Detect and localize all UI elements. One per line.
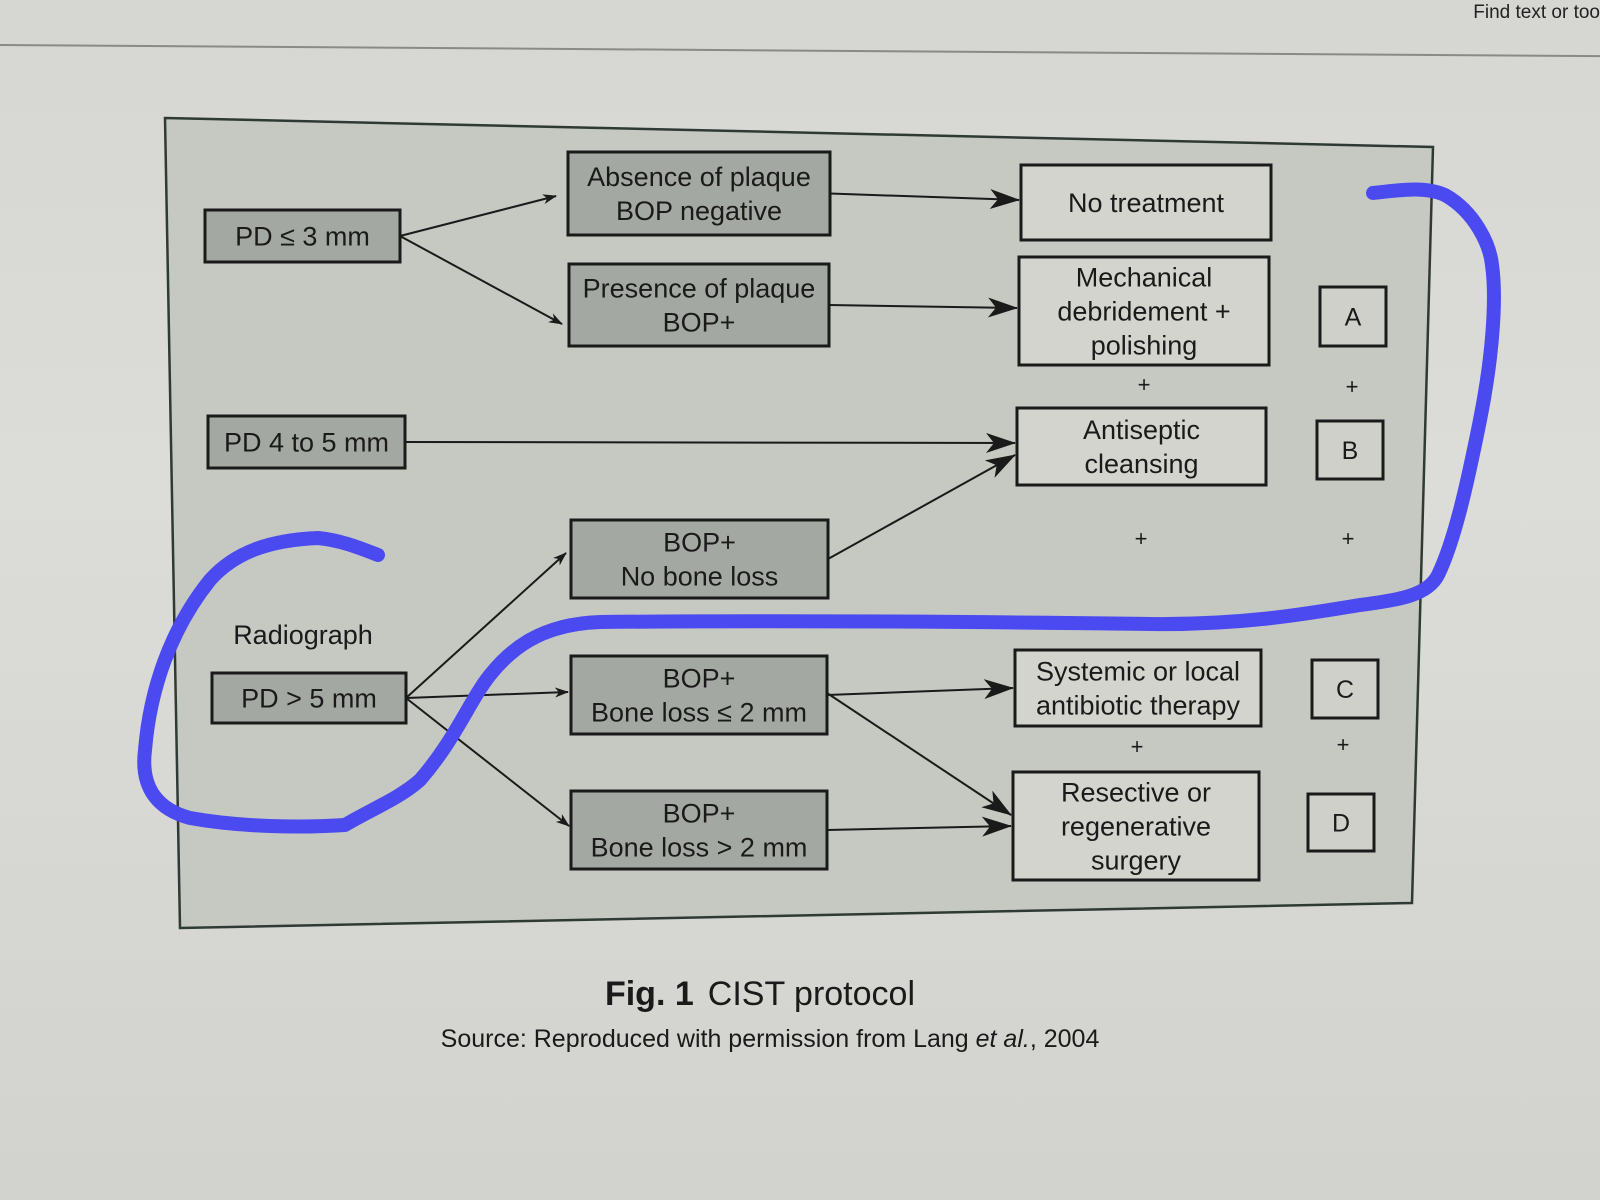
edge-pd5-to-c3 xyxy=(405,552,567,699)
source-italic: et al. xyxy=(975,1025,1030,1053)
treatment-node-t4: Resective or regenerative surgery xyxy=(1011,770,1261,882)
node-box xyxy=(569,518,830,600)
condition-node-c3: BOP+ No bone loss xyxy=(569,518,830,600)
find-text-search[interactable]: Find text or too xyxy=(1473,2,1600,23)
node-box xyxy=(567,262,831,348)
input-node-pd3: PD ≤ 3 mm xyxy=(203,208,402,264)
node-box xyxy=(569,789,829,871)
code-box-frame xyxy=(1306,792,1376,853)
node-box xyxy=(210,671,408,725)
plus-sign: + xyxy=(1131,734,1144,759)
blue-freehand-loop xyxy=(137,182,1501,834)
node-label: BOP+ xyxy=(663,527,736,557)
treatment-node-t1: Mechanical debridement + polishing xyxy=(1017,255,1271,367)
node-box xyxy=(569,654,829,736)
figure-label: Fig. 1 xyxy=(604,975,694,1013)
edge-pd45-to-t2 xyxy=(404,432,1016,453)
extras: Radiograph A B C D + + + + + + xyxy=(233,285,1388,853)
node-label: PD 4 to 5 mm xyxy=(224,427,389,457)
edge-pd3-to-c1 xyxy=(399,194,557,237)
plus-sign: + xyxy=(1337,732,1350,757)
node-box xyxy=(1017,255,1271,367)
code-box-b: B xyxy=(1315,419,1385,481)
code-box-frame xyxy=(1310,658,1380,720)
handwritten-annotation xyxy=(137,182,1501,834)
code-label: B xyxy=(1342,437,1359,465)
plus-sign: + xyxy=(1346,374,1359,399)
figure-title: CIST protocol xyxy=(707,975,916,1013)
node-label: Antiseptic xyxy=(1083,415,1200,445)
edge-pd3-to-c2 xyxy=(399,235,563,325)
viewer-toolbar: Find text or too xyxy=(0,0,1600,58)
plus-sign: + xyxy=(1342,526,1355,551)
node-box xyxy=(1015,406,1268,487)
node-label: Absence of plaque xyxy=(587,162,811,192)
node-box xyxy=(1011,770,1261,882)
node-label: cleansing xyxy=(1084,449,1198,479)
code-box-frame xyxy=(1315,419,1385,481)
node-label: polishing xyxy=(1091,330,1198,360)
edge-c4-to-t4 xyxy=(826,692,1012,816)
node-box xyxy=(206,414,407,470)
node-box xyxy=(203,208,402,264)
node-label: BOP negative xyxy=(616,196,782,226)
node-label: BOP+ xyxy=(663,663,736,693)
edge-c1-to-t0 xyxy=(829,189,1020,209)
node-label: debridement + xyxy=(1057,296,1230,326)
node-box xyxy=(1013,648,1263,728)
node-label: PD ≤ 3 mm xyxy=(235,221,370,251)
treatment-node-t2: Antiseptic cleansing xyxy=(1015,406,1268,487)
edge-pd5-to-c4 xyxy=(405,687,569,699)
input-node-pd45: PD 4 to 5 mm xyxy=(206,414,407,470)
figure-caption: Fig. 1 CIST protocol xyxy=(0,975,1560,1014)
node-box xyxy=(566,150,832,237)
edge-c4-to-t3 xyxy=(826,679,1014,700)
input-node-pd5: PD > 5 mm xyxy=(210,671,408,725)
edge-pd5-to-c5 xyxy=(405,697,570,827)
radiograph-label: Radiograph xyxy=(233,620,373,650)
source-prefix: Source: Reproduced with permission from … xyxy=(440,1025,976,1053)
node-box xyxy=(1019,163,1273,242)
node-label: Mechanical xyxy=(1076,262,1213,292)
node-label: Bone loss ≤ 2 mm xyxy=(591,697,807,727)
code-label: C xyxy=(1336,676,1354,704)
code-box-c: C xyxy=(1310,658,1380,720)
node-label: Resective or xyxy=(1061,777,1211,807)
node-label: surgery xyxy=(1091,845,1182,875)
node-label: Bone loss > 2 mm xyxy=(591,832,808,862)
code-label: D xyxy=(1332,810,1350,838)
node-label: No treatment xyxy=(1068,188,1225,218)
figure-source: Source: Reproduced with permission from … xyxy=(0,1025,1570,1054)
node-label: PD > 5 mm xyxy=(241,683,377,713)
source-suffix: , 2004 xyxy=(1029,1025,1100,1053)
code-box-a: A xyxy=(1318,285,1388,348)
edge-c2-to-t1 xyxy=(828,297,1018,318)
code-box-d: D xyxy=(1306,792,1376,853)
node-label: regenerative xyxy=(1061,811,1211,841)
condition-node-c5: BOP+ Bone loss > 2 mm xyxy=(569,789,829,871)
edges xyxy=(399,189,1020,837)
code-label: A xyxy=(1345,304,1362,332)
plus-sign: + xyxy=(1135,526,1148,551)
node-label: BOP+ xyxy=(663,307,736,337)
node-label: BOP+ xyxy=(663,798,736,828)
node-label: antibiotic therapy xyxy=(1036,690,1241,720)
treatment-node-t0: No treatment xyxy=(1019,163,1273,242)
edge-c3-to-t2 xyxy=(827,454,1016,560)
plus-sign: + xyxy=(1138,372,1151,397)
nodes: PD ≤ 3 mm PD 4 to 5 mm PD > 5 mm Absence of… xyxy=(203,150,1273,882)
treatment-node-t3: Systemic or local antibiotic therapy xyxy=(1013,648,1263,728)
node-label: Systemic or local xyxy=(1036,656,1240,686)
edge-c5-to-t4 xyxy=(826,816,1012,837)
code-box-frame xyxy=(1318,285,1388,348)
node-label: No bone loss xyxy=(621,561,779,591)
condition-node-c4: BOP+ Bone loss ≤ 2 mm xyxy=(569,654,829,736)
node-label: Presence of plaque xyxy=(583,273,816,303)
